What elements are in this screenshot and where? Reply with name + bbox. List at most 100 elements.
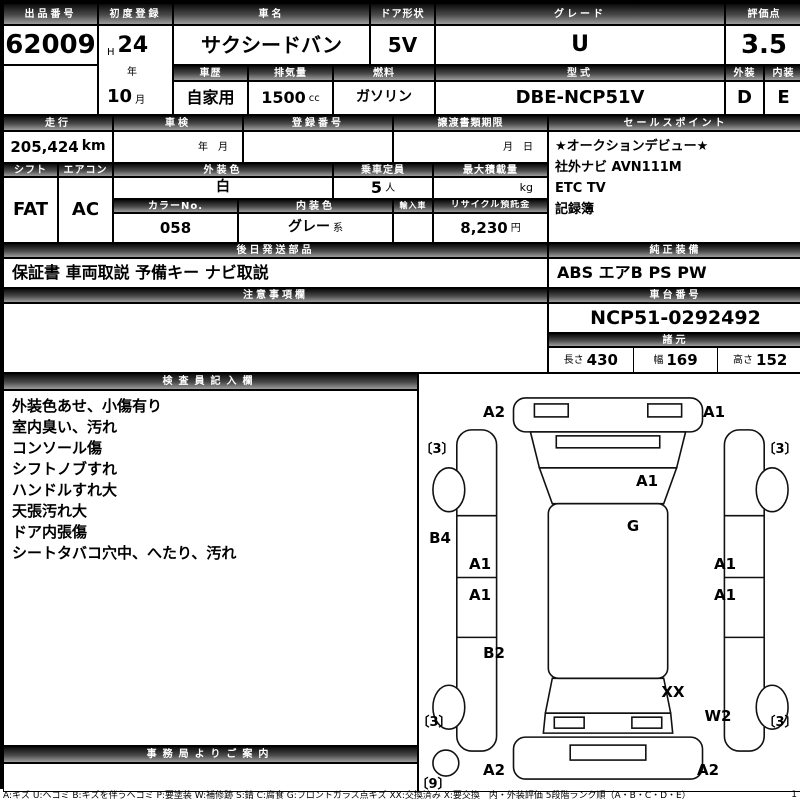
- first-reg-year: 24: [117, 32, 149, 58]
- inspector-note-line: 室内臭い、汚れ: [12, 418, 118, 436]
- registration-no-value: [243, 131, 393, 163]
- interior-color-suffix: 系: [333, 222, 343, 234]
- dimensions-row: 長さ 430 幅 169 高さ 152: [548, 347, 800, 373]
- interior-grade-header: 内装: [764, 65, 800, 81]
- shift-value: FAT: [3, 177, 58, 243]
- later-parts-value: 保証書 車両取説 予備キー ナビ取説: [3, 258, 548, 288]
- car-outline-diagram: [432, 397, 789, 780]
- inspector-note-line: シフトノブすれ: [12, 460, 118, 478]
- damage-marker: A1: [635, 471, 659, 490]
- capacity-number: 5: [370, 178, 383, 198]
- inspector-notes-header: 検査員記入欄: [3, 373, 418, 390]
- page-number: 1: [791, 789, 797, 800]
- first-reg-header: 初度登録: [98, 3, 173, 25]
- color-no-header: カラーNo.: [113, 199, 238, 213]
- damage-marker: A2: [482, 402, 506, 421]
- import-car-value: [393, 213, 433, 243]
- damage-marker: A2: [482, 760, 506, 779]
- inspector-note-line: 天張汚れ大: [12, 502, 88, 520]
- dimension-length-value: 430: [586, 350, 618, 369]
- damage-marker: B4: [429, 528, 451, 547]
- damage-marker: B2: [483, 643, 505, 662]
- exterior-color-header: 外装色: [113, 163, 333, 177]
- first-reg-year-line: H 24: [107, 32, 149, 58]
- recycle-deposit-unit: 円: [510, 222, 521, 234]
- first-reg-value: H 24 年 10 月: [98, 25, 173, 115]
- displacement-number: 1500: [261, 88, 306, 108]
- dimension-length: 長さ 430: [549, 348, 634, 372]
- damage-marker: A1: [713, 554, 737, 573]
- score-header: 評価点: [725, 3, 800, 25]
- aircon-value: AC: [58, 177, 113, 243]
- registration-no-header: 登録番号: [243, 115, 393, 131]
- transfer-deadline-header: 譲渡書類期限: [393, 115, 548, 131]
- model-header: 型式: [435, 65, 725, 81]
- dimension-width-label: 幅: [653, 354, 664, 366]
- dimension-width: 幅 169: [634, 348, 719, 372]
- exterior-color-value: 白: [113, 177, 333, 199]
- first-reg-year-unit: 年: [127, 66, 137, 78]
- sales-points-header: セールスポイント: [548, 115, 800, 131]
- color-no-value: 058: [113, 213, 238, 243]
- dimension-height: 高さ 152: [718, 348, 800, 372]
- fuel-value: ガソリン: [333, 81, 435, 115]
- damage-marker: A1: [468, 585, 492, 604]
- oem-equipment-value: ABS エアB PS PW: [548, 258, 800, 288]
- mileage-header: 走行: [3, 115, 113, 131]
- door-shape-header: ドア形状: [370, 3, 435, 25]
- legend-bar: A:キズ U:ヘコミ B:キズを伴うヘコミ P:要塗装 W:補修跡 S:錆 C:…: [0, 789, 800, 801]
- sales-point-line: ★オークションデビュー★: [555, 139, 709, 154]
- max-load-value: kg: [433, 177, 548, 199]
- oem-equipment-header: 純正装備: [548, 243, 800, 258]
- mileage-value: 205,424 km: [3, 131, 113, 163]
- caution-box: [3, 303, 548, 373]
- shift-header: シフト: [3, 163, 58, 177]
- office-info-box: [3, 763, 418, 792]
- inspector-note-line: シートタバコ穴中、へたり、汚れ: [12, 544, 237, 562]
- inspector-note-line: 外装色あせ、小傷有り: [12, 397, 163, 415]
- first-reg-month-unit: 月: [135, 95, 146, 107]
- door-shape-value: 5V: [370, 25, 435, 65]
- inspection-value: 年 月: [113, 131, 243, 163]
- recycle-deposit-header: リサイクル預託金: [433, 199, 548, 213]
- dimension-width-value: 169: [666, 350, 698, 369]
- chassis-no-value: NCP51-0292492: [548, 303, 800, 333]
- inspector-notes-list: 外装色あせ、小傷有り室内臭い、汚れコンソール傷シフトノブすれハンドルすれ大天張汚…: [3, 390, 418, 746]
- fuel-header: 燃料: [333, 65, 435, 81]
- damage-marker: XX: [661, 682, 685, 701]
- inspector-note-line: ドア内張傷: [12, 523, 88, 541]
- car-name-value: サクシードバン: [173, 25, 370, 65]
- dimensions-header: 諸元: [548, 333, 800, 347]
- recycle-deposit-number: 8,230: [460, 218, 508, 237]
- first-reg-month: 10: [107, 85, 133, 107]
- history-header: 車歴: [173, 65, 248, 81]
- chassis-no-header: 車台番号: [548, 288, 800, 303]
- first-reg-month-line: 10 月: [107, 85, 146, 107]
- grade-value: U: [435, 25, 725, 65]
- office-info-header: 事務局よりご案内: [3, 746, 418, 763]
- mileage-unit: km: [81, 138, 106, 155]
- max-load-header: 最大積載量: [433, 163, 548, 177]
- interior-color-value: グレー 系: [238, 213, 393, 243]
- damage-marker: 〔3〕: [762, 441, 798, 457]
- car-name-header: 車名: [173, 3, 370, 25]
- capacity-header: 乗車定員: [333, 163, 433, 177]
- model-value: DBE-NCP51V: [435, 81, 725, 115]
- interior-color-header: 内装色: [238, 199, 393, 213]
- later-parts-header: 後日発送部品: [3, 243, 548, 258]
- inspector-note-line: ハンドルすれ大: [12, 481, 118, 499]
- auction-no-value: 62009: [3, 25, 98, 65]
- caution-header: 注意事項欄: [3, 288, 548, 303]
- mileage-number: 205,424: [10, 137, 79, 156]
- sales-point-line: 記録簿: [555, 202, 595, 217]
- capacity-unit: 人: [385, 182, 396, 194]
- dimension-height-value: 152: [756, 350, 788, 369]
- aircon-header: エアコン: [58, 163, 113, 177]
- interior-color-name: グレー: [288, 219, 330, 236]
- displacement-header: 排気量: [248, 65, 333, 81]
- auction-no-header: 出品番号: [3, 3, 98, 25]
- sales-point-line: ETC TV: [555, 181, 606, 196]
